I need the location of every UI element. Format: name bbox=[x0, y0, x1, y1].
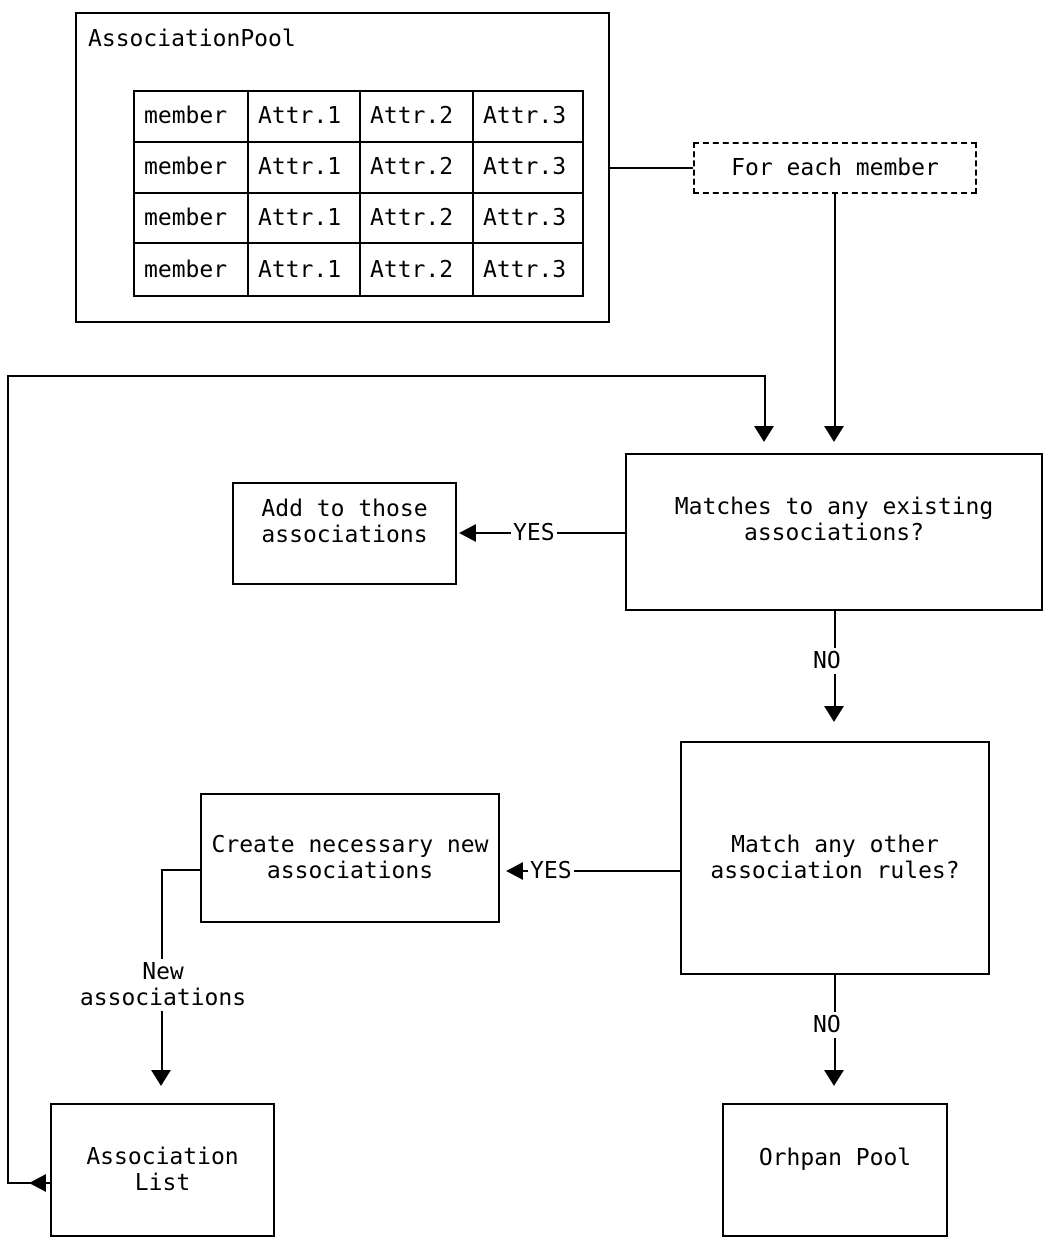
member-table-cell: Attr.2 bbox=[361, 92, 474, 143]
member-table-cell: Attr.1 bbox=[249, 92, 361, 143]
association-pool-box: AssociationPool member Attr.1 Attr.2 Att… bbox=[75, 12, 610, 323]
association-list-box: Association List bbox=[50, 1103, 275, 1237]
member-table-cell: Attr.1 bbox=[249, 142, 361, 194]
for-each-member-box: For each member bbox=[693, 142, 977, 194]
member-table-cell: member bbox=[135, 193, 249, 245]
member-table-cell: Attr.2 bbox=[361, 142, 474, 194]
arrowhead-down-icon bbox=[824, 706, 844, 722]
decision-existing-box: Matches to any existing associations? bbox=[625, 453, 1043, 611]
association-pool-title: AssociationPool bbox=[88, 26, 296, 52]
connector-foreach-drop bbox=[834, 194, 836, 426]
connector-pool-to-foreach bbox=[610, 167, 693, 169]
arrowhead-left-icon bbox=[29, 1174, 46, 1192]
feedback-line-top bbox=[7, 375, 766, 377]
create-associations-label: Create necessary new associations bbox=[211, 832, 489, 884]
feedback-line-left bbox=[7, 377, 9, 1184]
yes-rules-label: YES bbox=[528, 858, 574, 884]
add-associations-label: Add to those associations bbox=[261, 495, 428, 548]
decision-rules-box: Match any other association rules? bbox=[680, 741, 990, 975]
arrowhead-down-icon bbox=[754, 426, 774, 442]
feedback-line-drop bbox=[764, 377, 766, 426]
member-table: member Attr.1 Attr.2 Attr.3 member Attr.… bbox=[133, 90, 584, 297]
create-exit-line bbox=[162, 869, 200, 871]
feedback-line-bottom bbox=[7, 1182, 50, 1184]
no-existing-label: NO bbox=[811, 648, 843, 674]
orphan-pool-label: Orhpan Pool bbox=[758, 1145, 912, 1171]
arrowhead-left-icon bbox=[459, 524, 476, 542]
member-table-cell: Attr.3 bbox=[483, 256, 567, 283]
no-rules-label: NO bbox=[811, 1012, 843, 1038]
add-associations-box: Add to those associations bbox=[232, 482, 457, 585]
member-table-cell: Attr.1 bbox=[249, 244, 361, 295]
decision-rules-label: Match any other association rules? bbox=[710, 832, 960, 884]
orphan-pool-box: Orhpan Pool bbox=[722, 1103, 948, 1237]
yes-existing-label: YES bbox=[511, 520, 557, 546]
member-table-cell: Attr.3 bbox=[474, 143, 582, 194]
arrowhead-left-icon bbox=[506, 862, 523, 880]
association-list-label: Association List bbox=[86, 1144, 239, 1196]
member-table-cell: Attr.3 bbox=[474, 92, 582, 143]
member-table-cell: Attr.1 bbox=[249, 193, 361, 245]
member-table-cell: member bbox=[135, 92, 249, 143]
arrowhead-down-icon bbox=[824, 426, 844, 442]
member-table-cell: Attr.2 bbox=[361, 244, 474, 295]
member-table-cell: member bbox=[135, 244, 249, 295]
decision-existing-label: Matches to any existing associations? bbox=[674, 494, 994, 546]
for-each-member-label: For each member bbox=[731, 155, 939, 181]
member-table-cell: Attr.2 bbox=[361, 193, 474, 245]
arrowhead-down-icon bbox=[151, 1070, 171, 1086]
create-associations-box: Create necessary new associations bbox=[200, 793, 500, 923]
new-associations-label: New associations bbox=[57, 959, 269, 1011]
member-table-cell: member bbox=[135, 142, 249, 194]
arrowhead-down-icon bbox=[824, 1070, 844, 1086]
yes-rules-line bbox=[517, 870, 680, 872]
member-table-cell: Attr.3 bbox=[474, 194, 582, 245]
